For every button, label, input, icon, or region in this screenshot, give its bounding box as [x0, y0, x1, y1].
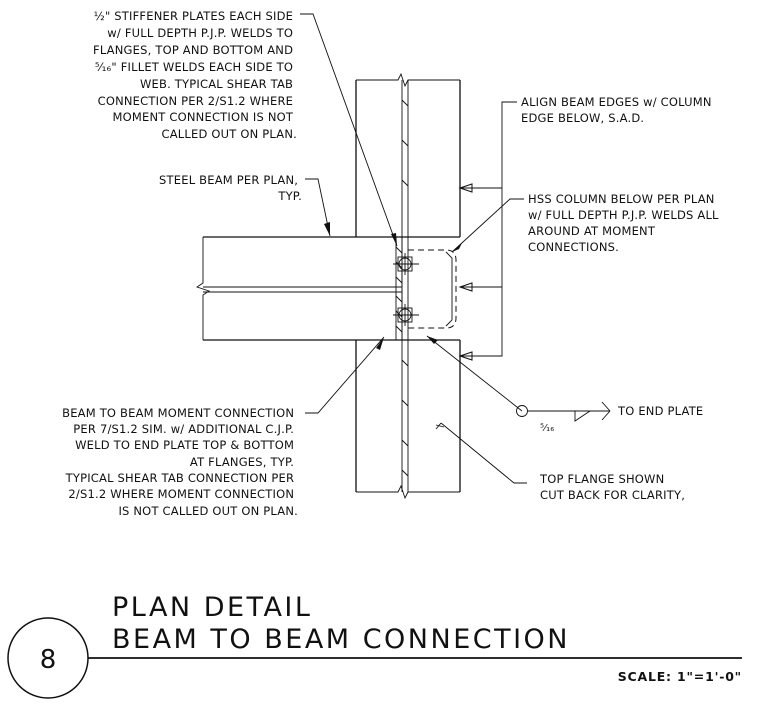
leader-hss [451, 198, 524, 253]
note-stiffener-line: FLANGES, TOP AND BOTTOM AND [93, 43, 293, 57]
note-moment-line: WELD TO END PLATE TOP & BOTTOM [75, 438, 294, 452]
note-top-flange: TOP FLANGE SHOWN CUT BACK FOR CLARITY, [539, 472, 685, 502]
steel-beam-vertical [355, 72, 461, 500]
note-stiffener-line: ⁵⁄₁₆" FILLET WELDS EACH SIDE TO [95, 60, 293, 74]
note-moment-line: TYPICAL SHEAR TAB CONNECTION PER [65, 471, 295, 485]
note-align-line: EDGE BELOW, S.A.D. [521, 111, 644, 125]
note-moment-line: AT FLANGES, TYP. [190, 455, 294, 469]
note-moment-line: 2/S1.2 WHERE MOMENT CONNECTION [68, 487, 294, 501]
weld-size: ⁵⁄₁₆ [540, 423, 555, 434]
note-moment-line: IS NOT CALLED OUT ON PLAN. [118, 504, 298, 518]
note-stiffener-line: ½" STIFFENER PLATES EACH SIDE [94, 9, 294, 23]
leader-steel-beam [305, 178, 331, 237]
leader-moment [305, 336, 385, 414]
note-stiffener-line: CONNECTION PER 2/S1.2 WHERE [98, 94, 294, 108]
title-line-2: BEAM TO BEAM CONNECTION [112, 624, 570, 655]
title-block: 8 PLAN DETAIL BEAM TO BEAM CONNECTION SC… [7, 592, 742, 699]
note-steel-beam: STEEL BEAM PER PLAN, TYP. [159, 173, 302, 203]
hss-column-below [408, 249, 457, 329]
note-stiffener-line: WEB. TYPICAL SHEAR TAB [140, 77, 293, 91]
note-hss-line: CONNECTIONS. [528, 240, 619, 254]
weld-symbol [426, 335, 611, 422]
note-hss-line: AROUND AT MOMENT [528, 224, 656, 238]
note-end-plate: TO END PLATE [617, 404, 703, 418]
note-moment-connection: BEAM TO BEAM MOMENT CONNECTION PER 7/S1.… [62, 406, 298, 518]
note-stiffener-line: w/ FULL DEPTH P.J.P. WELDS TO [107, 26, 293, 40]
note-align-line: ALIGN BEAM EDGES w/ COLUMN [521, 95, 712, 109]
leader-align-edges [458, 101, 517, 361]
note-stiffener-line: CALLED OUT ON PLAN. [162, 127, 297, 141]
note-top-flange-line: TOP FLANGE SHOWN [539, 472, 664, 486]
detail-number: 8 [40, 645, 57, 675]
leader-top-flange [435, 422, 527, 484]
note-top-flange-line: CUT BACK FOR CLARITY, [540, 488, 685, 502]
note-hss-line: w/ FULL DEPTH P.J.P. WELDS ALL [528, 208, 719, 222]
leader-stiffener [300, 13, 398, 247]
note-align-edges: ALIGN BEAM EDGES w/ COLUMN EDGE BELOW, S… [521, 95, 716, 125]
note-steel-beam-line: STEEL BEAM PER PLAN, [159, 173, 298, 187]
note-stiffener: ½" STIFFENER PLATES EACH SIDE w/ FULL DE… [93, 9, 297, 141]
note-steel-beam-line: TYP. [277, 189, 302, 203]
note-moment-line: PER 7/S1.2 SIM. w/ ADDITIONAL C.J.P. [73, 422, 294, 436]
note-stiffener-line: MOMENT CONNECTION IS NOT [113, 110, 294, 124]
steel-beam-horizontal [195, 236, 460, 341]
note-hss-line: HSS COLUMN BELOW PER PLAN [528, 192, 715, 206]
bolt-bottom [393, 304, 419, 326]
note-hss-column: HSS COLUMN BELOW PER PLAN w/ FULL DEPTH … [528, 192, 723, 254]
bolt-top [393, 253, 419, 275]
end-plate [395, 236, 403, 341]
scale-label: SCALE: 1"=1'-0" [618, 669, 742, 684]
title-line-1: PLAN DETAIL [112, 592, 312, 623]
note-moment-line: BEAM TO BEAM MOMENT CONNECTION [62, 406, 294, 420]
